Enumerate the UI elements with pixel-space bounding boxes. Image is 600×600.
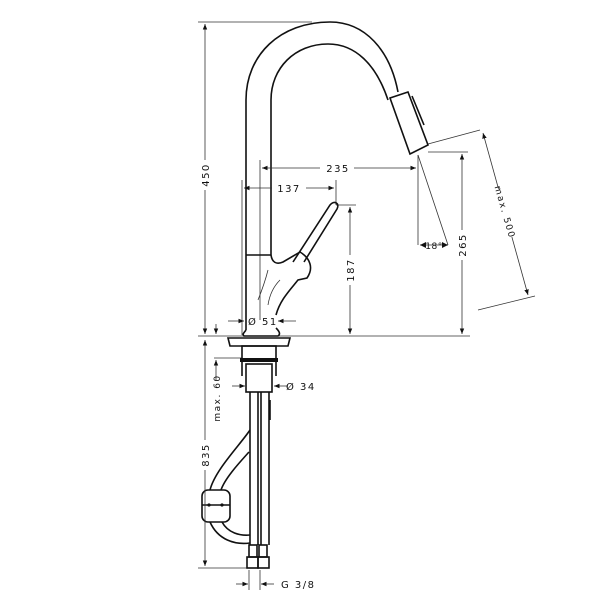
- dimension-235: 235: [262, 161, 416, 175]
- dimension-187: 187: [343, 207, 357, 334]
- dim-835-label: 835: [201, 443, 212, 467]
- dimension-18-degree: 18°: [420, 242, 448, 252]
- dimension-g38: G 3/8: [236, 580, 316, 591]
- mounting-assembly: [226, 337, 292, 393]
- faucet-lever: [257, 201, 339, 316]
- faucet-spout: [245, 21, 430, 330]
- dim-max-60-label: max. 60: [213, 374, 223, 421]
- dim-51-label: Ø 51: [248, 316, 278, 328]
- extension-lines: [198, 21, 536, 590]
- dimension-diameter-34: Ø 34: [232, 381, 316, 393]
- dim-187-label: 187: [346, 258, 357, 282]
- dim-235-label: 235: [326, 164, 350, 175]
- dim-18-label: 18°: [425, 242, 442, 252]
- dim-137-label: 137: [277, 184, 301, 195]
- dim-g38-label: G 3/8: [281, 580, 316, 591]
- dimension-835: 835: [198, 340, 212, 566]
- dimension-diameter-51: Ø 51: [228, 316, 296, 328]
- dimension-137: 137: [244, 181, 334, 195]
- dimension-max-500: max. 500: [482, 132, 529, 296]
- dim-450-label: 450: [201, 163, 212, 187]
- dimension-max-60: max. 60: [213, 324, 223, 422]
- dim-265-label: 265: [458, 233, 469, 257]
- hoses: [201, 392, 271, 569]
- faucet-base: [242, 327, 281, 337]
- dim-34-label: Ø 34: [286, 381, 316, 393]
- dimension-450: 450: [198, 24, 212, 334]
- dimension-265: 265: [455, 154, 469, 334]
